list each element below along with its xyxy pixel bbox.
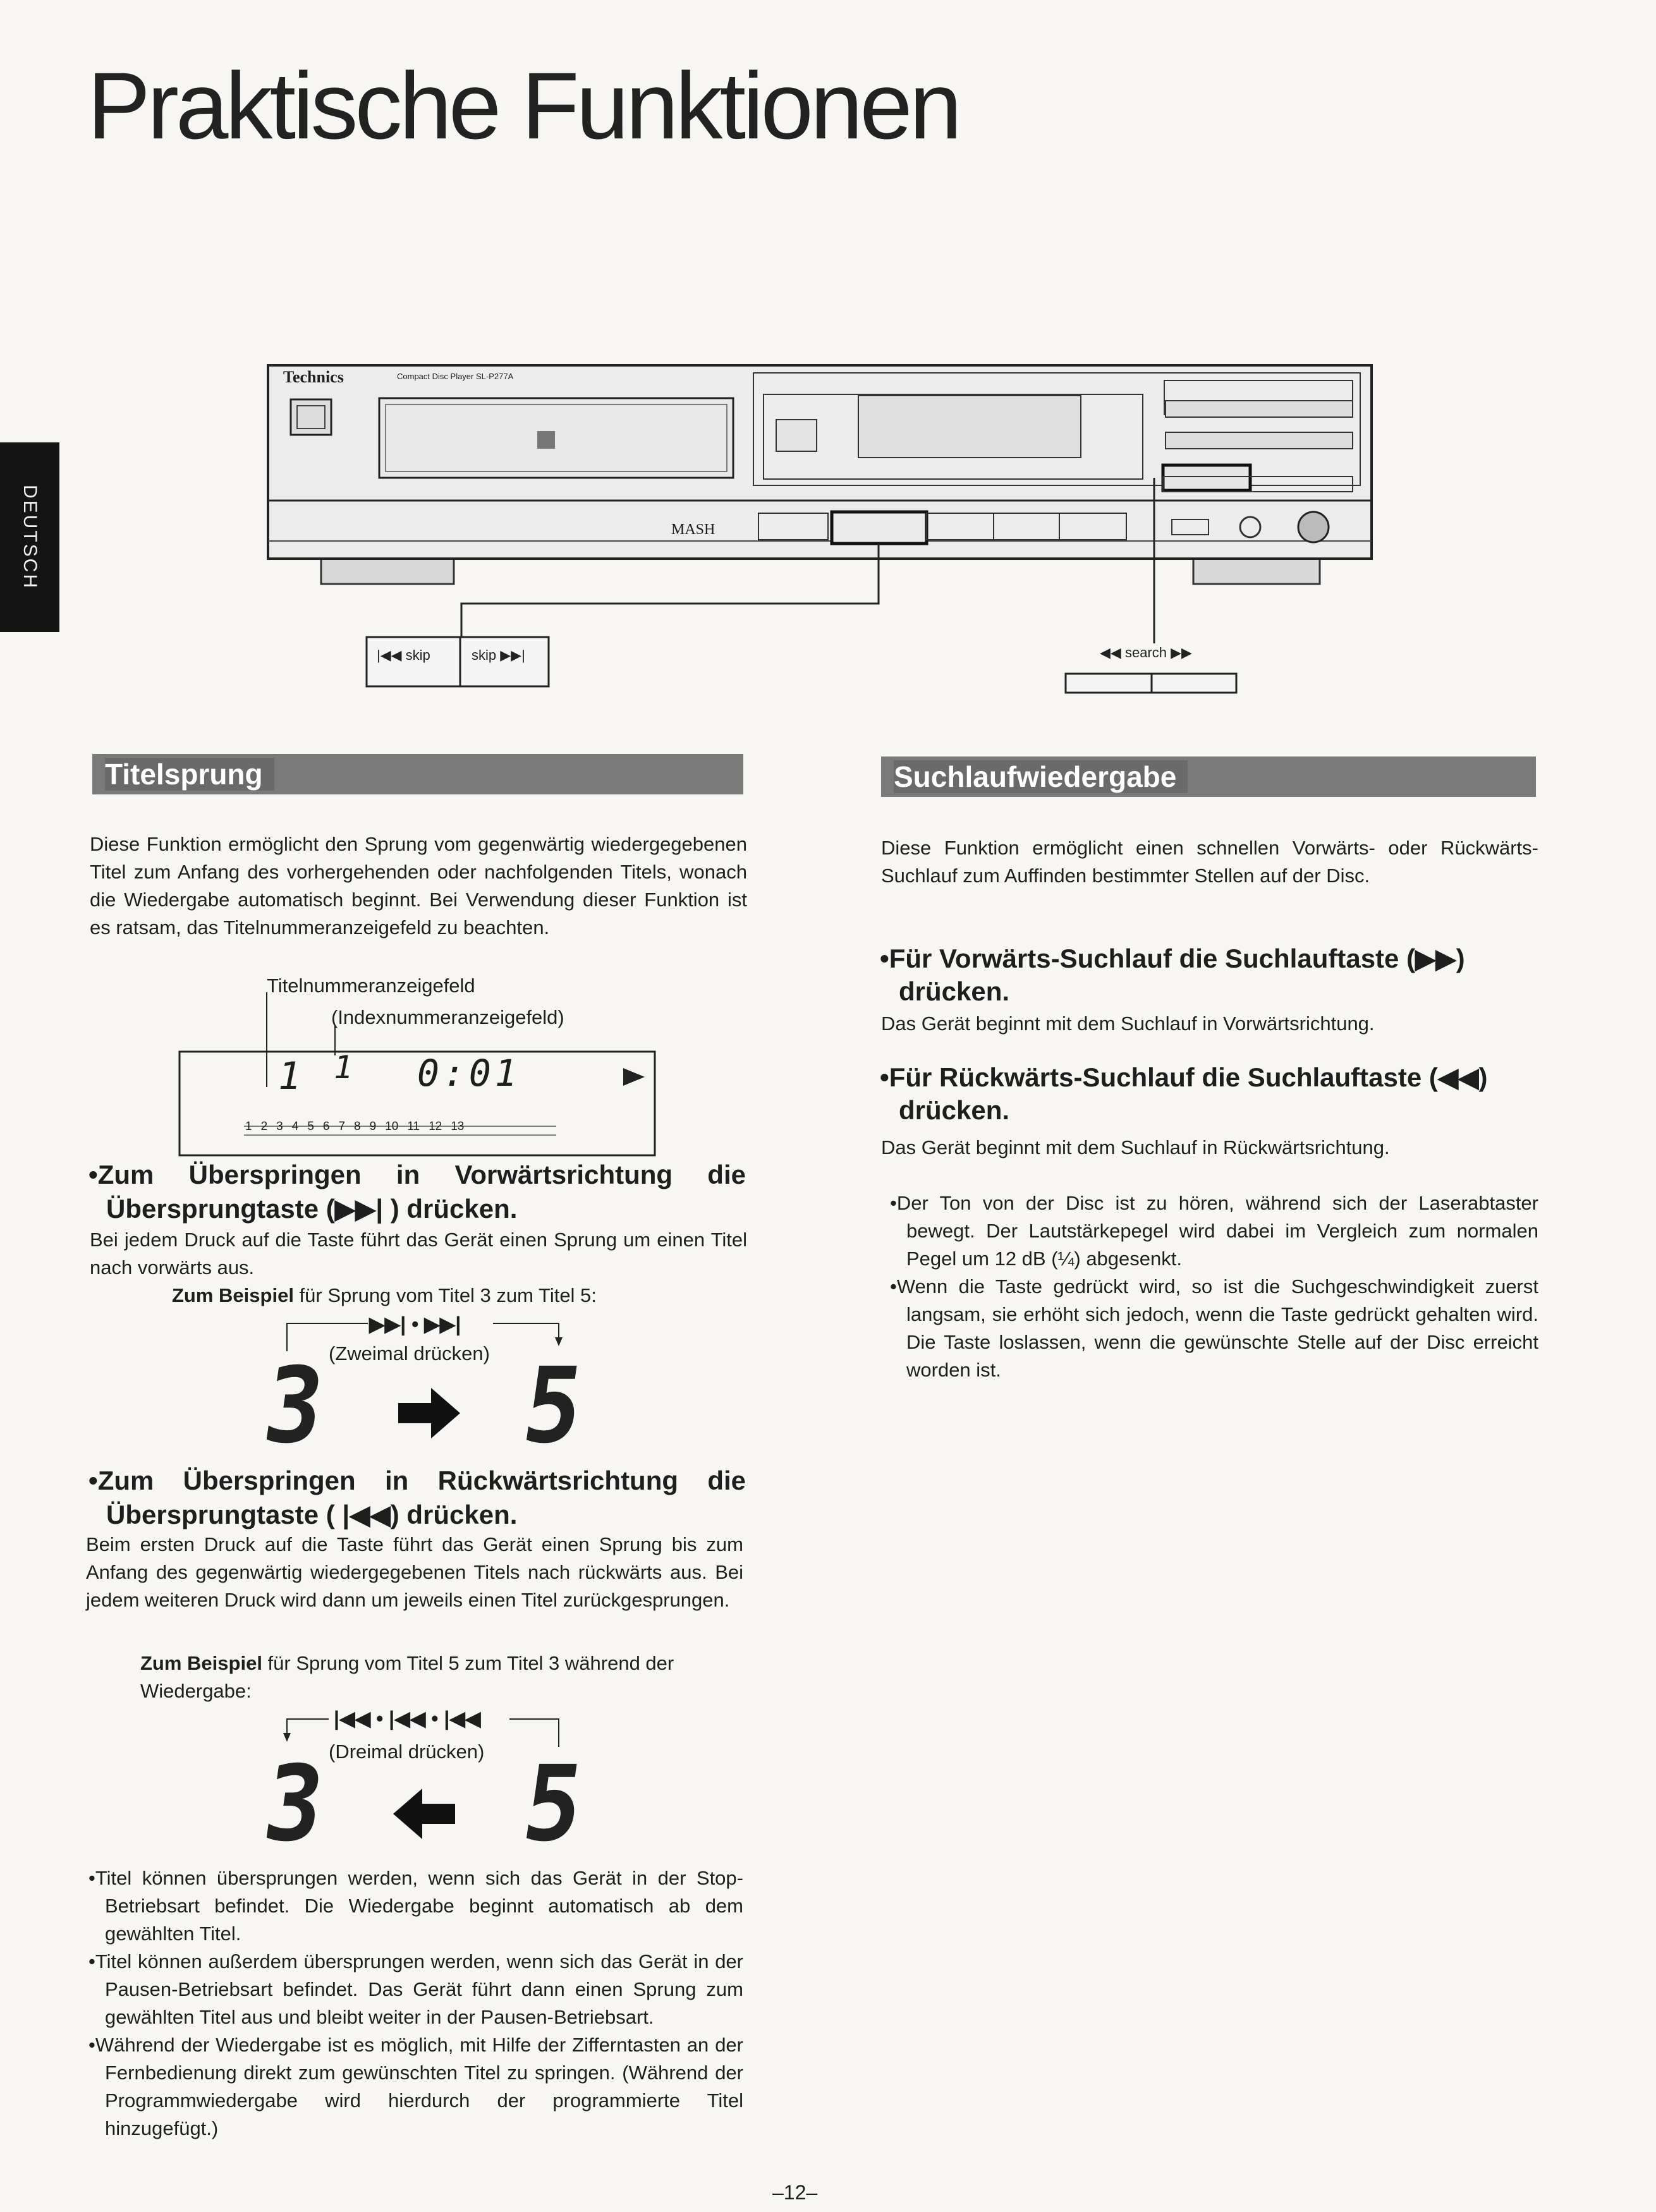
backward-key-sequence: |◀◀ • |◀◀ • |◀◀	[334, 1707, 481, 1730]
search-label: search	[1124, 645, 1167, 660]
backward-to-digit: 5	[516, 1744, 590, 1865]
forward-to-digit: 5	[516, 1346, 590, 1467]
arrow-right-icon	[398, 1388, 460, 1438]
note-item: •Während der Wiedergabe ist es möglich, …	[88, 2034, 743, 2139]
search-label-row: ◀◀ search ▶▶	[1100, 645, 1192, 661]
track-calendar-item: 9	[369, 1120, 377, 1133]
track-calendar-item: 6	[322, 1120, 330, 1133]
model-label: Compact Disc Player SL-P277A	[397, 372, 514, 381]
page-title: Praktische Funktionen	[87, 52, 962, 159]
forward-bracket	[286, 1323, 563, 1351]
suchlauf-intro: Diese Funktion ermöglicht einen schnelle…	[881, 837, 1538, 887]
track-calendar-item: 5	[307, 1120, 314, 1133]
forward-from-digit: 3	[257, 1346, 331, 1467]
track-calendar-item: 10	[385, 1120, 399, 1133]
track-calendar-item: 12	[429, 1120, 442, 1133]
language-tab: DEUTSCH	[0, 442, 59, 632]
titelsprung-notes: •Titel können übersprungen werden, wenn …	[88, 1864, 743, 2142]
forward-key-sequence: ▶▶| • ▶▶|	[369, 1313, 461, 1335]
skip-forward-button[interactable]: skip ▶▶|	[472, 647, 525, 664]
backward-search-heading-2: drücken.	[899, 1095, 1010, 1125]
backward-press-count: (Dreimal drücken)	[329, 1741, 485, 1763]
search-forward-icon: ▶▶	[1167, 645, 1192, 660]
arrow-left-icon	[393, 1789, 455, 1839]
example-rest: für Sprung vom Titel 5 zum Titel 3 währe…	[140, 1652, 674, 1702]
forward-example: Zum Beispiel für Sprung vom Titel 3 zum …	[172, 1282, 597, 1310]
search-back-icon: ◀◀	[1100, 645, 1125, 660]
track-calendar-item: 2	[260, 1120, 268, 1133]
backward-skip-heading: •Zum Überspringen in Rückwärtsrichtung d…	[88, 1466, 746, 1495]
language-tab-label: DEUTSCH	[20, 484, 40, 590]
mash-logo: MASH	[671, 521, 715, 538]
track-calendar-item: 13	[451, 1120, 465, 1133]
display-label-title: Titelnummeranzeigefeld	[267, 975, 475, 997]
backward-example: Zum Beispiel für Sprung vom Titel 5 zum …	[140, 1650, 747, 1705]
forward-skip-text: Bei jedem Druck auf die Taste führt das …	[90, 1229, 747, 1279]
track-calendar: 1 2 3 4 5 6 7 8 9 10 11 12 13	[245, 1120, 464, 1134]
display-time: 0:01	[417, 1052, 521, 1095]
track-calendar-item: 4	[291, 1120, 299, 1133]
section-title-titelsprung: Titelsprung	[105, 758, 274, 791]
page-number: –12–	[772, 2181, 818, 2204]
skip-forward-icon: ▶▶|	[496, 647, 525, 663]
display-panel-diagram	[178, 992, 656, 1157]
section-title-suchlauf: Suchlaufwiedergabe	[894, 760, 1188, 793]
forward-search-text: Das Gerät beginnt mit dem Suchlauf in Vo…	[881, 1012, 1375, 1035]
forward-search-heading: •Für Vorwärts-Suchlauf die Suchlauftaste…	[880, 944, 1465, 973]
section-header-suchlauf: Suchlaufwiedergabe	[881, 757, 1536, 797]
backward-skip-heading-2: Übersprungtaste ( |◀◀) drücken.	[106, 1500, 518, 1529]
display-index-number: 1	[334, 1049, 353, 1086]
backward-search-text: Das Gerät beginnt mit dem Suchlauf in Rü…	[881, 1136, 1390, 1158]
track-calendar-item: 7	[338, 1120, 346, 1133]
forward-press-count: (Zweimal drücken)	[329, 1342, 490, 1364]
skip-back-label: skip	[405, 647, 430, 663]
backward-skip-text: Beim ersten Druck auf die Taste führt da…	[86, 1533, 743, 1611]
note-item: •Titel können übersprungen werden, wenn …	[88, 1867, 743, 1945]
track-calendar-item: 8	[354, 1120, 361, 1133]
section-header-titelsprung: Titelsprung	[92, 754, 743, 794]
display-label-index: (Indexnummeranzeigefeld)	[331, 1006, 564, 1028]
track-calendar-item: 11	[407, 1120, 420, 1133]
example-rest: für Sprung vom Titel 3 zum Titel 5:	[293, 1284, 597, 1306]
display-track-number: 1	[278, 1054, 301, 1098]
note-item: •Titel können außerdem übersprungen werd…	[88, 1950, 743, 2028]
note-item: •Wenn die Taste gedrückt wird, so ist di…	[890, 1275, 1538, 1381]
note-item: •Der Ton von der Disc ist zu hören, währ…	[890, 1192, 1538, 1270]
track-calendar-item: 1	[245, 1120, 252, 1133]
suchlauf-notes: •Der Ton von der Disc ist zu hören, währ…	[890, 1189, 1538, 1384]
titelsprung-intro: Diese Funktion ermöglicht den Sprung vom…	[90, 833, 747, 939]
example-bold: Zum Beispiel	[172, 1284, 294, 1306]
forward-skip-heading: •Zum Überspringen in Vorwärtsrichtung di…	[88, 1160, 746, 1189]
forward-skip-heading-2: Übersprungtaste (▶▶| ) drücken.	[106, 1194, 518, 1224]
brand-logo: Technics	[283, 368, 344, 386]
skip-back-icon: |◀◀	[377, 647, 406, 663]
backward-bracket	[283, 1718, 559, 1747]
backward-search-heading: •Für Rückwärts-Suchlauf die Suchlauftast…	[880, 1062, 1488, 1092]
forward-search-heading-2: drücken.	[899, 976, 1010, 1006]
cd-player-illustration	[267, 364, 1373, 694]
track-calendar-item: 3	[276, 1120, 283, 1133]
skip-forward-label: skip	[472, 647, 497, 663]
backward-from-digit: 3	[257, 1744, 331, 1865]
example-bold: Zum Beispiel	[140, 1652, 262, 1674]
skip-back-button[interactable]: |◀◀ skip	[377, 647, 430, 664]
